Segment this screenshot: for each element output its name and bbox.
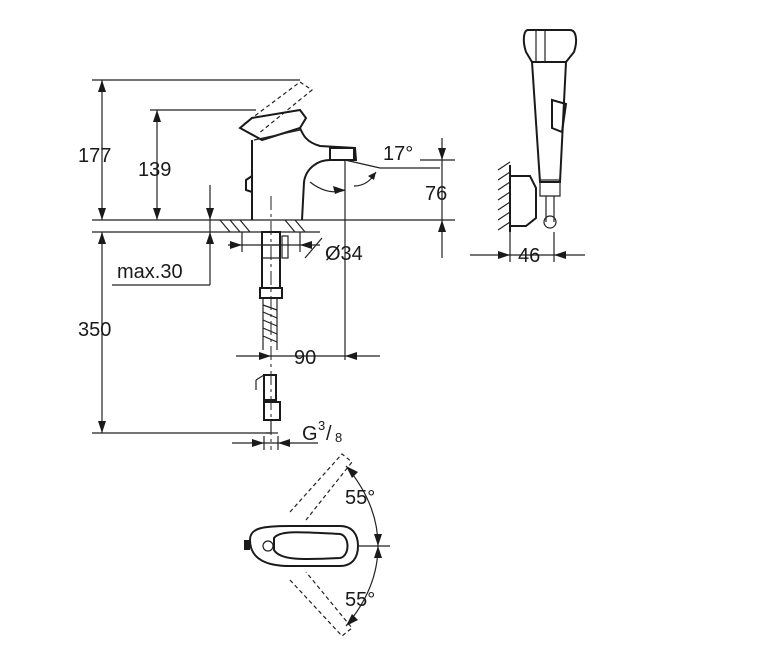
dimension-139-label: 139 xyxy=(138,159,171,181)
dimension-17deg-label: 17° xyxy=(383,143,413,165)
handshower-view: 46 xyxy=(470,29,585,267)
dimension-177: 177 xyxy=(78,79,300,220)
dimension-thread-g38: G 3 / 8 xyxy=(232,418,342,450)
thread-slash: / xyxy=(326,423,332,445)
dimension-max30-label: max.30 xyxy=(117,261,183,283)
dimension-76-label: 76 xyxy=(425,183,447,205)
dimension-diameter-34-label: Ø34 xyxy=(325,243,363,265)
counter-top-line xyxy=(92,219,455,233)
dimension-max30: max.30 xyxy=(112,185,214,286)
dimension-90: 90 xyxy=(236,347,380,369)
dimension-139: 139 xyxy=(138,109,256,220)
thread-letter: G xyxy=(302,423,318,445)
thread-numerator: 3 xyxy=(318,418,325,433)
dimension-177-label: 177 xyxy=(78,145,111,167)
thread-denominator: 8 xyxy=(335,430,342,445)
rotation-angle-lower-label: 55° xyxy=(345,589,375,611)
dimension-350: 350 xyxy=(78,232,270,434)
dimension-350-label: 350 xyxy=(78,319,111,341)
faucet-top-view: 55° 55° xyxy=(244,453,390,637)
dimension-17deg: 17° xyxy=(309,143,440,360)
faucet-side-view xyxy=(238,81,358,450)
dimension-46-label: 46 xyxy=(518,245,540,267)
rotation-angle-upper-label: 55° xyxy=(345,487,375,509)
dimension-90-label: 90 xyxy=(294,347,316,369)
dimension-76: 76 xyxy=(420,138,455,258)
dimension-diameter-34: Ø34 xyxy=(228,232,363,265)
